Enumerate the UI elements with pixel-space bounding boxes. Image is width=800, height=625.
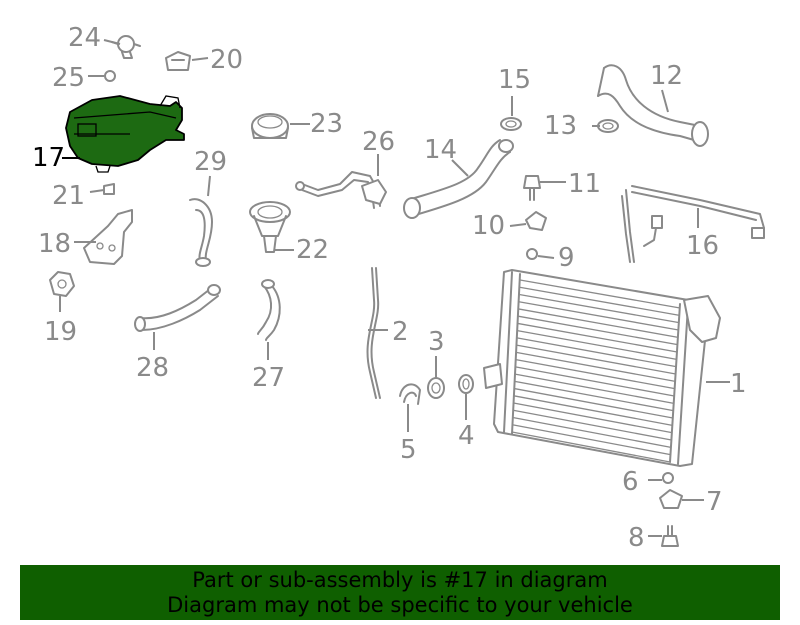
part-17-reservoir[interactable] [65,95,185,173]
callout-16[interactable]: 16 [686,231,719,261]
part-20-clip[interactable] [165,51,191,71]
callout-11[interactable]: 11 [568,169,601,199]
callout-21[interactable]: 21 [52,181,85,211]
part-9-nut[interactable] [526,248,538,260]
info-banner: Part or sub-assembly is #17 in diagram D… [20,565,780,620]
part-23-cap[interactable] [251,113,289,139]
callout-7[interactable]: 7 [706,487,723,517]
part-16-tube[interactable] [621,185,765,263]
part-21-fastener[interactable] [103,183,115,195]
part-7-clip[interactable] [659,489,683,509]
callout-1[interactable]: 1 [730,369,747,399]
callout-26[interactable]: 26 [362,127,395,157]
callout-24[interactable]: 24 [68,23,101,53]
parts-diagram: 24 25 20 23 17 21 18 19 29 22 26 14 15 1… [32,23,765,553]
callout-19[interactable]: 19 [44,317,77,347]
leader-lines [59,39,730,537]
part-3-seal[interactable] [427,377,445,399]
banner-line-2: Diagram may not be specific to your vehi… [167,593,633,617]
callout-15[interactable]: 15 [498,65,531,95]
callout-10[interactable]: 10 [472,211,505,241]
callout-4[interactable]: 4 [458,421,475,451]
callout-8[interactable]: 8 [628,523,645,553]
part-24-valve[interactable] [111,35,141,59]
callout-14[interactable]: 14 [424,135,457,165]
callout-17[interactable]: 17 [32,143,65,173]
part-10-clip[interactable] [525,211,547,231]
callout-27[interactable]: 27 [252,363,285,393]
part-2-seal-strip[interactable] [366,267,381,399]
callout-5[interactable]: 5 [400,435,417,465]
callout-28[interactable]: 28 [136,353,169,383]
callout-2[interactable]: 2 [392,317,409,347]
callout-20[interactable]: 20 [210,45,243,75]
callout-13[interactable]: 13 [544,111,577,141]
callout-29[interactable]: 29 [194,147,227,177]
callout-6[interactable]: 6 [622,467,639,497]
callout-23[interactable]: 23 [310,109,343,139]
part-5-clip[interactable] [399,383,421,405]
banner-line-1: Part or sub-assembly is #17 in diagram [192,568,608,592]
part-19-grommet[interactable] [49,271,75,297]
part-27-hose[interactable] [257,279,281,341]
part-6-nut[interactable] [662,472,674,484]
callout-25[interactable]: 25 [52,63,85,93]
part-8-bolt[interactable] [661,525,679,547]
part-14-hose[interactable] [403,139,514,219]
callout-9[interactable]: 9 [558,243,575,273]
part-1-radiator[interactable] [483,269,721,467]
part-28-hose[interactable] [134,284,221,332]
part-18-bracket[interactable] [83,209,133,265]
callout-3[interactable]: 3 [428,327,445,357]
part-15-oring[interactable] [500,117,522,131]
radiator-fins [511,279,681,463]
part-26-pipe[interactable] [295,171,387,209]
part-22-filler-neck[interactable] [249,201,291,253]
part-12-pipe[interactable] [597,64,709,147]
callout-18[interactable]: 18 [38,229,71,259]
callout-22[interactable]: 22 [296,235,329,265]
part-29-hose[interactable] [189,198,213,267]
callout-12[interactable]: 12 [650,61,683,91]
part-4-oring[interactable] [458,374,474,394]
part-13-oring[interactable] [597,119,619,133]
part-25-nut[interactable] [104,70,116,82]
part-11-bolt[interactable] [523,175,541,201]
callout-labels: 24 25 20 23 17 21 18 19 29 22 26 14 15 1… [32,23,747,553]
